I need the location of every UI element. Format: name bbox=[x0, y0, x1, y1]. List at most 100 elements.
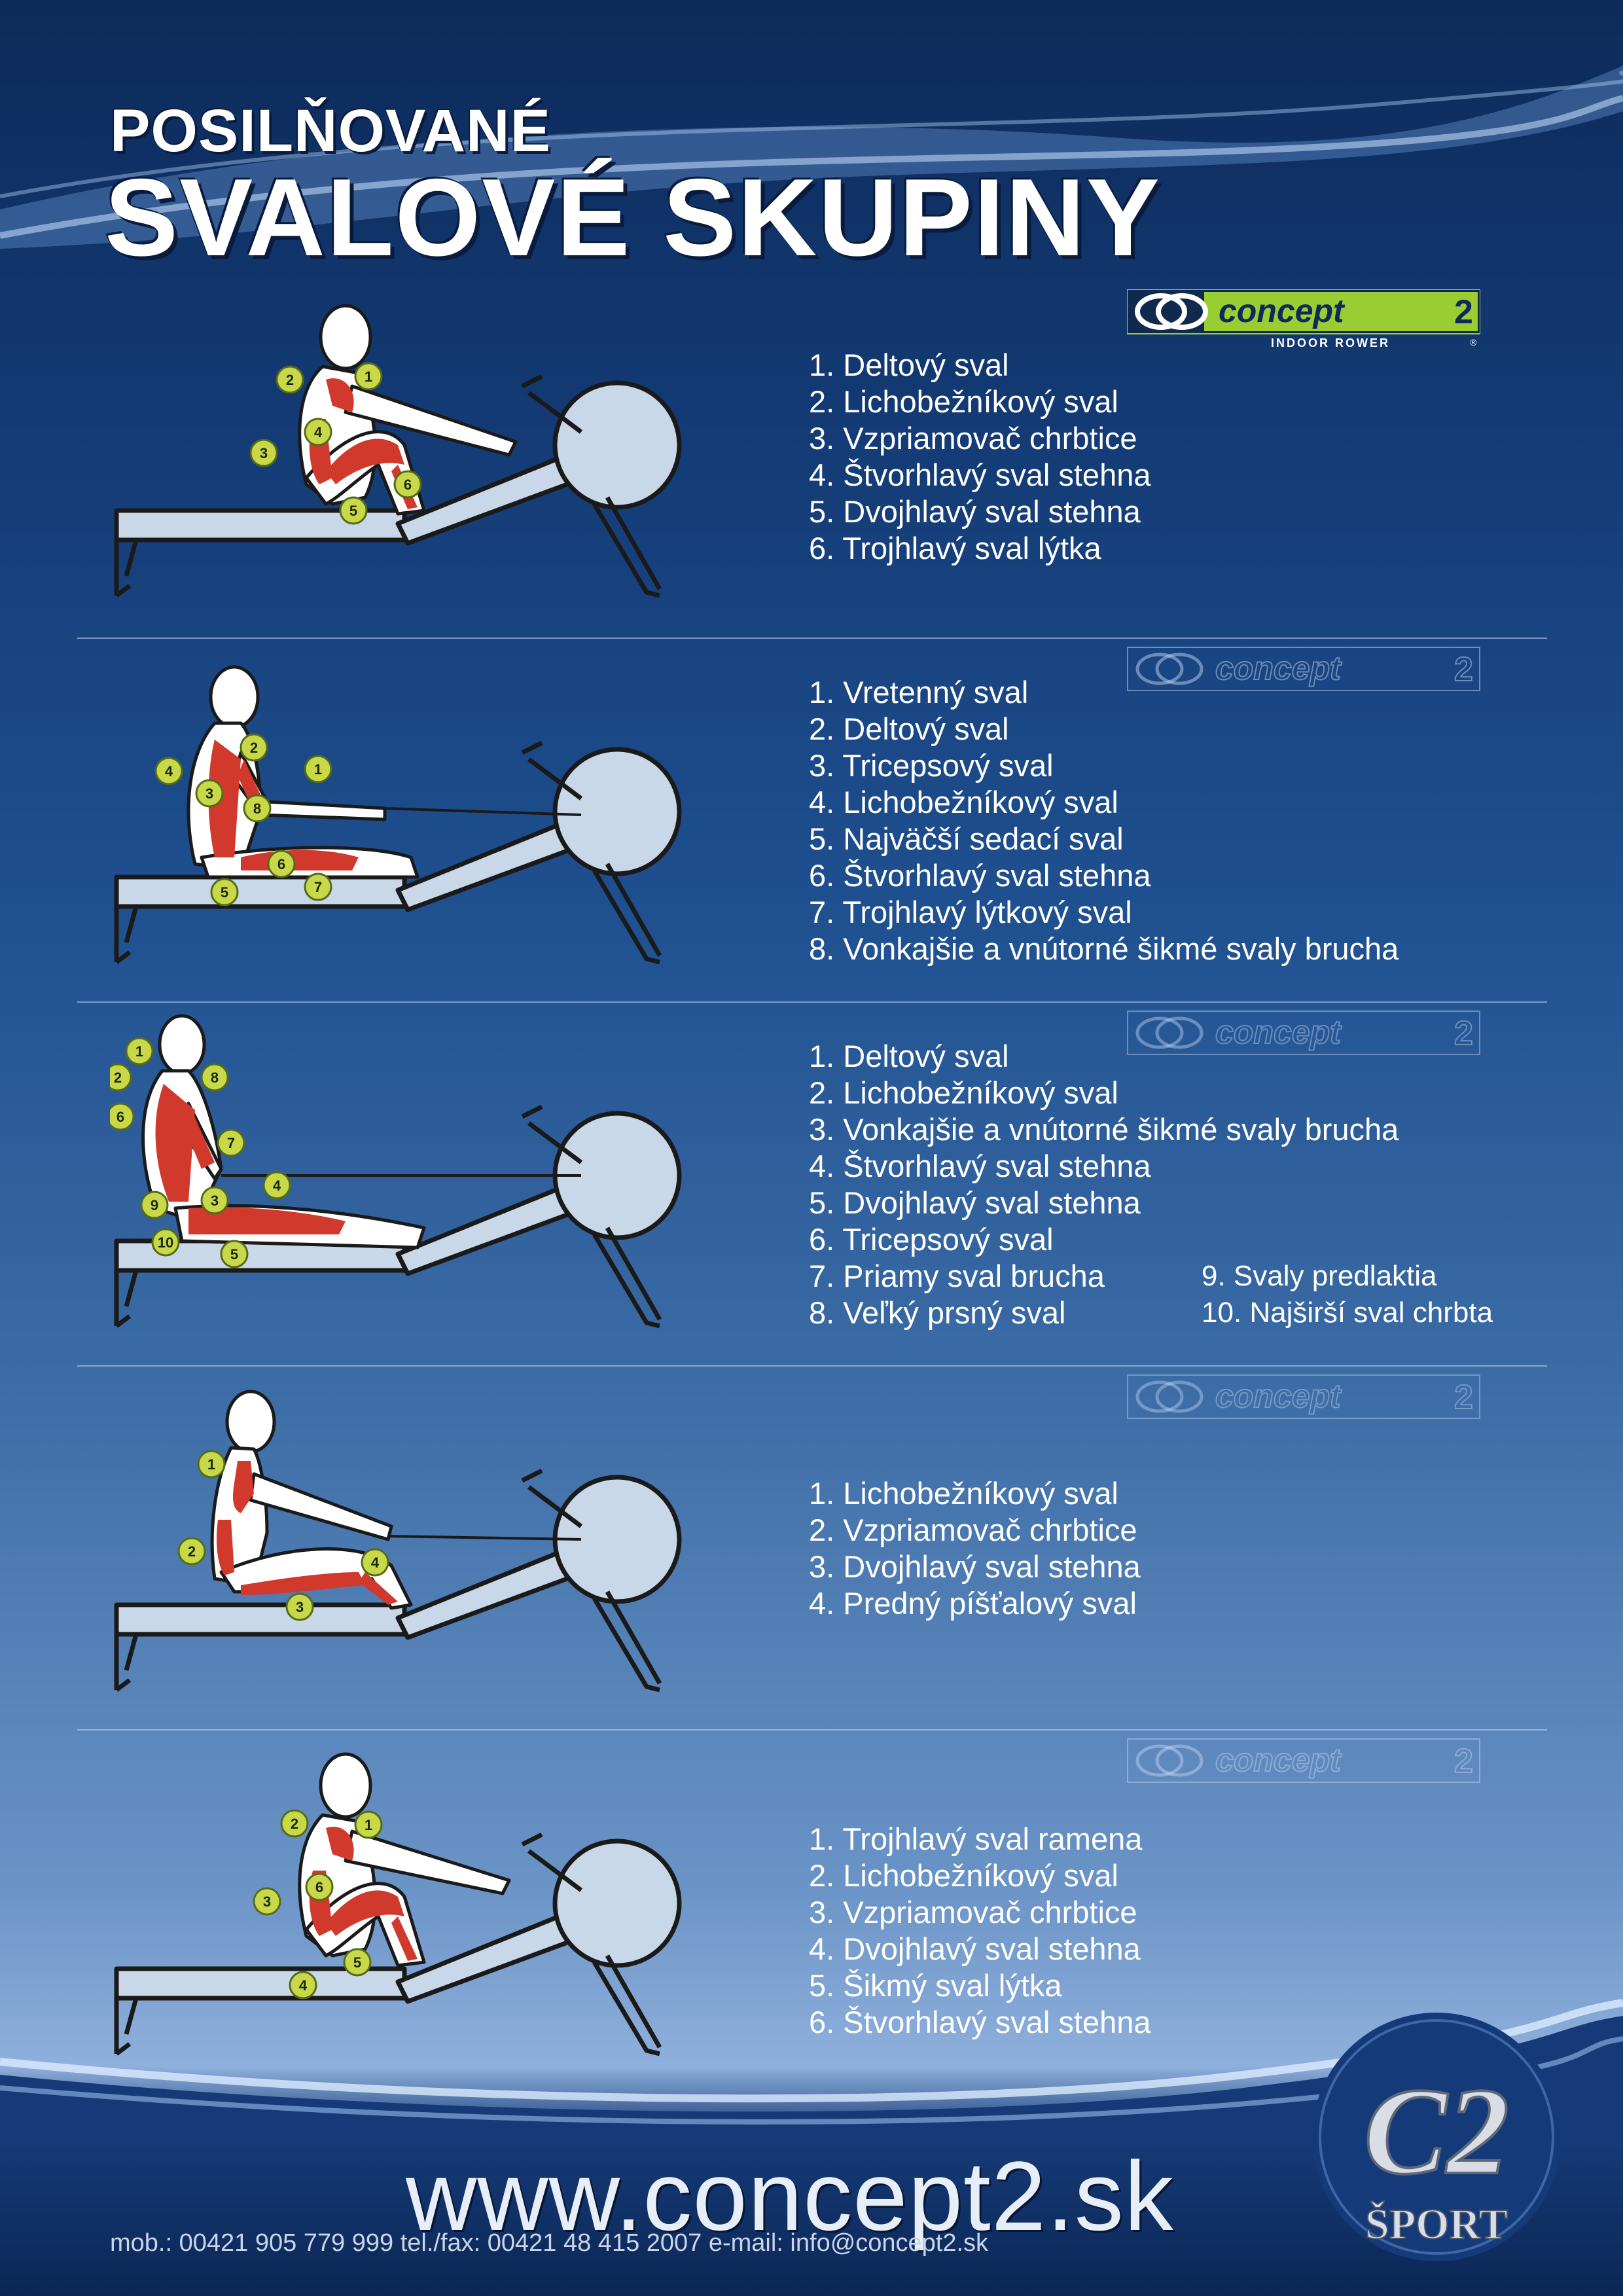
muscle-marker: 1 bbox=[125, 1037, 154, 1066]
svg-text:7: 7 bbox=[227, 1135, 235, 1151]
muscle-list-item: 4. Štvorhlavý sval stehna bbox=[809, 1149, 1151, 1183]
muscle-list-item: 7. Priamy sval brucha bbox=[809, 1259, 1105, 1293]
website-url[interactable]: www.concept2.sk bbox=[406, 2141, 1174, 2251]
svg-text:2: 2 bbox=[188, 1543, 196, 1560]
muscle-marker: 6 bbox=[393, 470, 422, 499]
muscle-marker: 7 bbox=[217, 1128, 245, 1157]
svg-text:concept: concept bbox=[1215, 1378, 1342, 1414]
title-line-2: SVALOVÉ SKUPINY bbox=[105, 156, 1161, 279]
muscle-list-item: 4. Predný píšťalový sval bbox=[809, 1586, 1137, 1621]
rower-figure bbox=[187, 665, 419, 879]
svg-text:1: 1 bbox=[314, 761, 322, 778]
muscle-marker: 4 bbox=[289, 1971, 317, 2000]
rower-figure bbox=[141, 1014, 426, 1249]
muscle-list: 1. Vretenný sval 2. Deltový sval 3. Tric… bbox=[809, 674, 1399, 967]
rower-figure bbox=[298, 1752, 511, 1967]
muscle-marker: 1 bbox=[354, 362, 383, 391]
svg-text:5: 5 bbox=[230, 1246, 238, 1263]
rowing-machine bbox=[114, 374, 682, 598]
svg-text:4: 4 bbox=[273, 1177, 281, 1194]
muscle-marker: 7 bbox=[304, 872, 332, 901]
rowing-illustration: 1 2 3 4 5 6 bbox=[114, 304, 682, 598]
muscle-marker: 3 bbox=[200, 1186, 229, 1215]
muscle-list-item: 10. Najširší sval chrbta bbox=[1202, 1297, 1493, 1329]
svg-text:2: 2 bbox=[1454, 1378, 1473, 1416]
muscle-marker: 8 bbox=[200, 1063, 229, 1092]
c2-sport-badge: C2 ŠPORT bbox=[1312, 2013, 1561, 2261]
svg-text:1: 1 bbox=[135, 1043, 143, 1060]
muscle-list-item: 8. Vonkajšie a vnútorné šikmé svaly bruc… bbox=[809, 931, 1399, 966]
rowing-illustration: 1 2 3 4 bbox=[114, 1390, 682, 1693]
muscle-marker: 3 bbox=[285, 1592, 314, 1621]
muscle-markers: 1 2 3 4 5 6 bbox=[249, 362, 422, 525]
rowing-phase-1: 1 2 3 4 5 6 1. Deltový sval 2. Lichobežn… bbox=[77, 288, 1547, 651]
muscle-marker: 5 bbox=[210, 878, 239, 906]
concept2-logo: concept 2 INDOOR ROWER ® bbox=[1127, 289, 1480, 350]
rowing-machine bbox=[114, 1468, 682, 1693]
svg-text:1: 1 bbox=[207, 1456, 215, 1473]
concept2-ghost-logo: concept 2 bbox=[1127, 647, 1480, 691]
svg-text:2: 2 bbox=[1454, 1742, 1473, 1780]
rower-figure bbox=[210, 1390, 413, 1610]
svg-text:3: 3 bbox=[260, 445, 268, 461]
logo-subtitle: INDOOR ROWER bbox=[1271, 336, 1390, 350]
svg-text:4: 4 bbox=[314, 424, 323, 440]
section-divider bbox=[77, 637, 1547, 639]
muscle-marker: 2 bbox=[240, 733, 268, 762]
muscle-list-item: 7. Trojhlavý lýtkový sval bbox=[809, 895, 1132, 929]
rowing-phase-5: 1 2 3 4 5 6 1. Trojhlavý sval ramena 2. … bbox=[77, 1740, 1547, 2102]
muscle-list: 1. Deltový sval 2. Lichobežníkový sval 3… bbox=[809, 347, 1151, 567]
section-divider bbox=[77, 1729, 1547, 1731]
svg-text:concept: concept bbox=[1215, 1742, 1342, 1778]
svg-text:7: 7 bbox=[314, 879, 322, 895]
svg-text:2: 2 bbox=[1454, 1014, 1473, 1052]
muscle-list-item: 3. Vzpriamovač chrbtice bbox=[809, 1895, 1137, 1929]
badge-word: ŠPORT bbox=[1365, 2200, 1508, 2248]
muscle-list: 1. Lichobežníkový sval 2. Vzpriamovač ch… bbox=[809, 1475, 1141, 1622]
muscle-marker: 1 bbox=[197, 1450, 226, 1479]
muscle-marker: 2 bbox=[280, 1809, 309, 1838]
badge-letters: C2 bbox=[1364, 2063, 1509, 2200]
svg-text:10: 10 bbox=[158, 1234, 173, 1251]
muscle-marker: 3 bbox=[195, 779, 224, 808]
rowing-phase-2: 1 2 3 4 5 6 7 8 1. Vretenný sval 2. Delt… bbox=[77, 648, 1547, 1011]
svg-text:2: 2 bbox=[291, 1816, 298, 1832]
muscle-marker: 1 bbox=[304, 755, 332, 783]
svg-text:2: 2 bbox=[286, 372, 294, 388]
muscle-marker: 4 bbox=[304, 418, 332, 446]
muscle-marker: 6 bbox=[110, 1102, 135, 1131]
muscle-marker: 2 bbox=[177, 1537, 206, 1566]
svg-text:9: 9 bbox=[151, 1197, 158, 1213]
muscle-marker: 4 bbox=[262, 1171, 291, 1200]
logo-number: 2 bbox=[1454, 293, 1473, 331]
registered-mark: ® bbox=[1470, 337, 1477, 348]
svg-text:4: 4 bbox=[165, 763, 173, 780]
svg-text:4: 4 bbox=[299, 1977, 308, 1994]
contact-info: mob.: 00421 905 779 999 tel./fax: 00421 … bbox=[110, 2229, 989, 2257]
svg-text:6: 6 bbox=[116, 1109, 124, 1125]
muscle-list-item: 5. Najväčší sedací sval bbox=[809, 821, 1124, 856]
muscle-list-item: 6. Štvorhlavý sval stehna bbox=[809, 2005, 1151, 2039]
muscle-list-item: 4. Dvojhlavý sval stehna bbox=[809, 1931, 1141, 1966]
muscle-marker: 5 bbox=[339, 496, 368, 525]
svg-text:8: 8 bbox=[253, 800, 261, 817]
muscle-markers: 1 2 3 4 5 6 7 8 bbox=[154, 733, 332, 906]
muscle-list-item: 1. Deltový sval bbox=[809, 348, 1009, 382]
muscle-list-item: 1. Vretenný sval bbox=[809, 675, 1029, 709]
muscle-marker: 3 bbox=[253, 1887, 281, 1916]
rowing-phase-4: 1 2 3 4 1. Lichobežníkový sval 2. Vzpria… bbox=[77, 1376, 1547, 1738]
muscle-list-item: 5. Dvojhlavý sval stehna bbox=[809, 1185, 1141, 1220]
svg-text:8: 8 bbox=[211, 1069, 219, 1086]
muscle-marker: 5 bbox=[343, 1948, 372, 1977]
muscle-marker: 3 bbox=[249, 439, 278, 467]
section-divider bbox=[77, 1365, 1547, 1367]
svg-text:3: 3 bbox=[296, 1599, 304, 1615]
muscle-marker: 10 bbox=[151, 1228, 180, 1257]
muscle-marker: 6 bbox=[267, 850, 296, 878]
muscle-list-item: 3. Tricepsový sval bbox=[809, 748, 1054, 783]
muscle-list-item: 2. Lichobežníkový sval bbox=[809, 1075, 1118, 1110]
muscle-list: 1. Trojhlavý sval ramena 2. Lichobežníko… bbox=[809, 1821, 1151, 2041]
muscle-marker: 1 bbox=[354, 1810, 383, 1839]
muscle-list-item: 6. Tricepsový sval bbox=[809, 1222, 1054, 1257]
